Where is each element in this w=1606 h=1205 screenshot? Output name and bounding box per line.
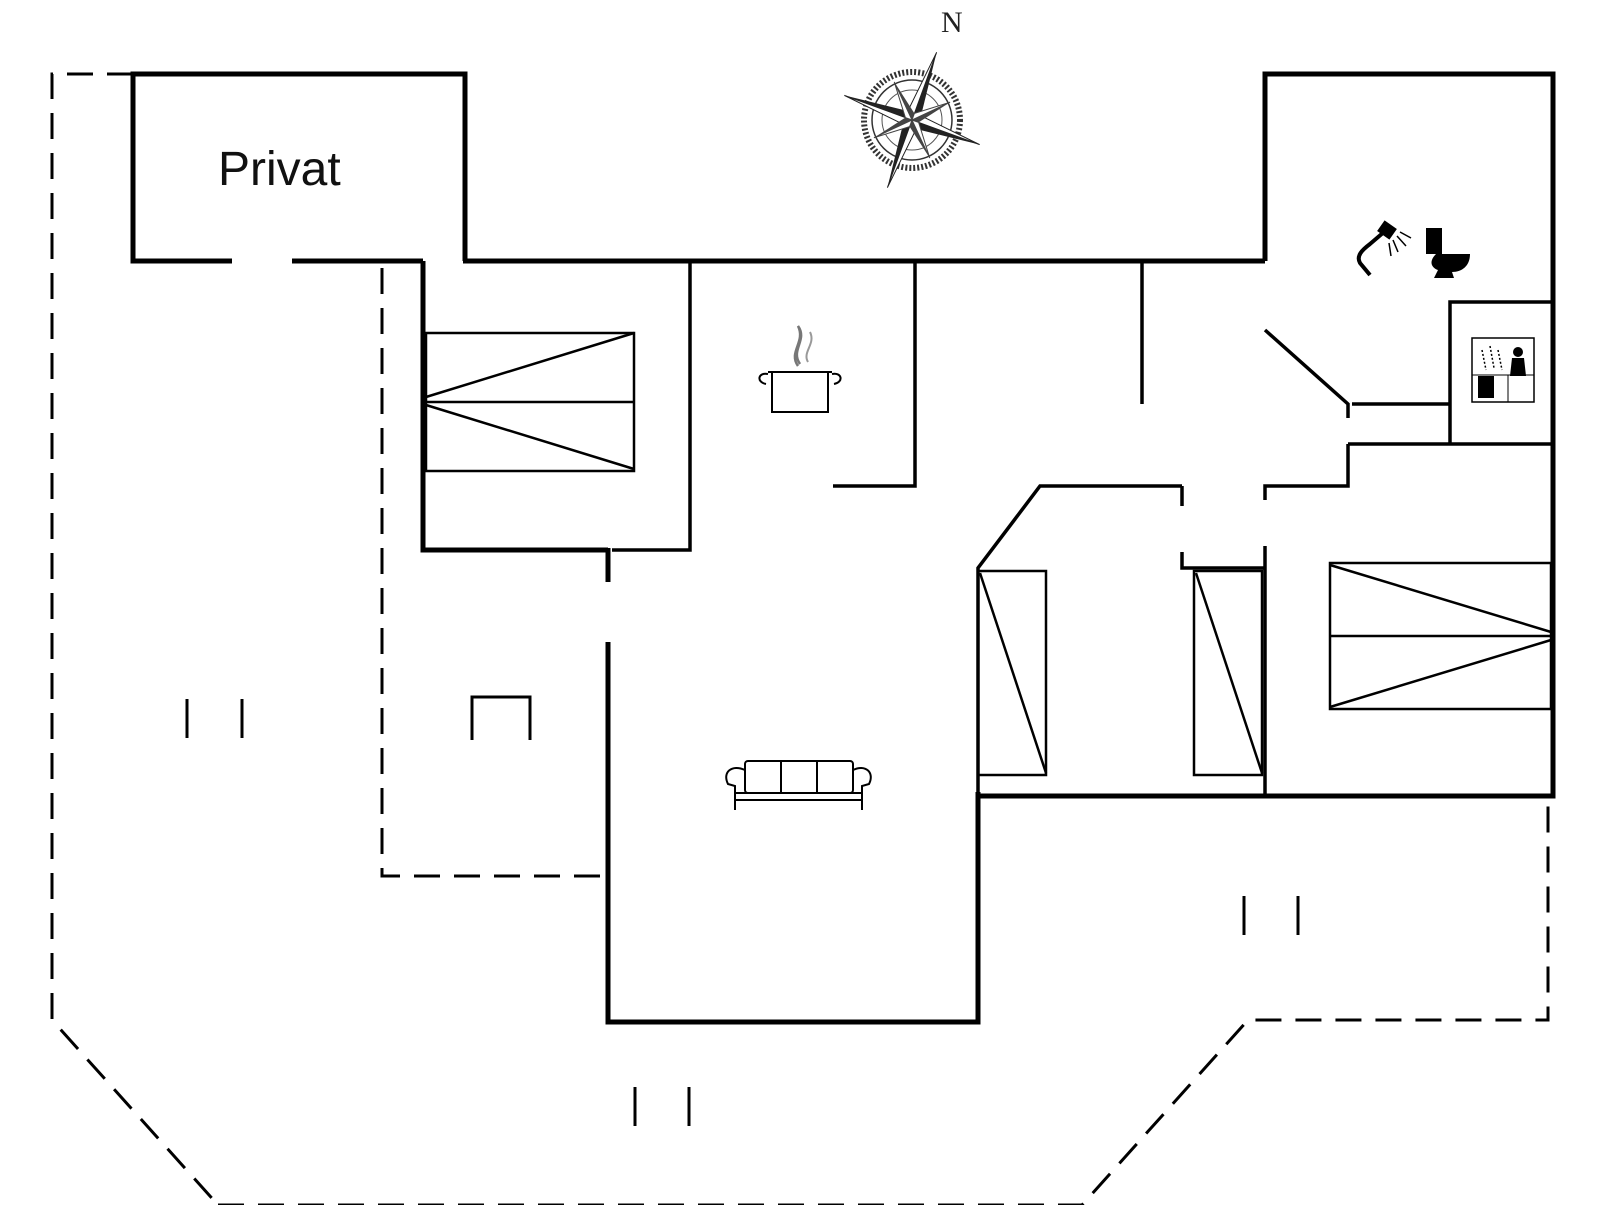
private-room <box>130 71 468 264</box>
inner-terrace-outline <box>380 268 600 878</box>
toilet-icon <box>1426 228 1470 278</box>
interior-walls <box>612 263 1553 794</box>
bench-icon <box>633 1087 691 1126</box>
cooking-pot-icon <box>758 325 842 413</box>
single-bed-middle <box>976 569 1048 777</box>
bench-icon <box>185 699 244 738</box>
north-label: N <box>941 6 963 39</box>
sauna-icon <box>1471 337 1535 403</box>
double-bed-left <box>424 331 636 473</box>
shower-icon <box>1356 220 1412 277</box>
sofa-icon <box>725 760 872 810</box>
bench-icon <box>1242 896 1300 935</box>
double-bed-right <box>1328 561 1553 711</box>
terrace-outline <box>50 72 1550 1205</box>
compass-icon <box>844 52 980 188</box>
chair-icon <box>470 695 532 740</box>
private-room-label: Privat <box>218 143 341 196</box>
single-bed-right <box>1192 569 1264 777</box>
exterior-walls <box>420 71 1556 1025</box>
